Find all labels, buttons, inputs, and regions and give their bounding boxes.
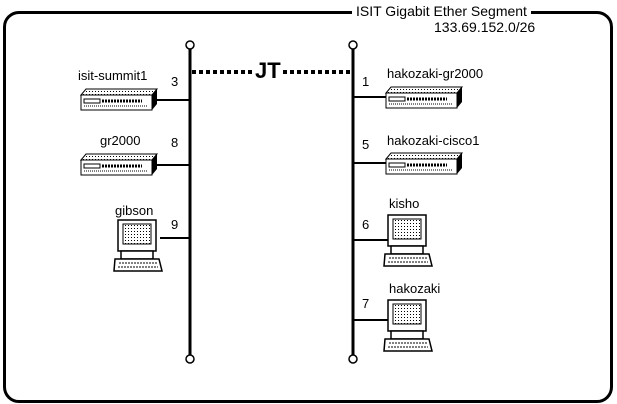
node-label-gibson: gibson [115,203,154,218]
right-bus-top-terminator [348,40,358,50]
segment-title: ISIT Gigabit Ether Segment [352,3,531,19]
port-label-isit-summit1: 3 [171,74,179,89]
left-bus-bottom-terminator [185,354,195,364]
left-bus-top-terminator [185,40,195,50]
port-label-hakozaki-cisco1: 5 [362,137,370,152]
switch-icon [80,88,158,111]
jt-link-label: JT [253,58,283,83]
node-label-hakozaki-gr2000: hakozaki-gr2000 [387,66,484,81]
segment-frame [3,11,613,403]
segment-subnet: 133.69.152.0/26 [434,19,536,35]
node-label-isit-summit1: isit-summit1 [78,68,148,83]
switch-icon [80,153,158,176]
node-label-gr2000: gr2000 [100,133,141,148]
switch-icon [385,152,463,175]
port-label-kisho: 6 [362,217,370,232]
node-label-hakozaki: hakozaki [389,281,441,296]
computer-icon [383,299,433,352]
computer-icon [113,219,163,272]
port-label-gr2000: 8 [171,135,179,150]
port-label-gibson: 9 [171,217,179,232]
right-bus-bottom-terminator [348,354,358,364]
switch-icon [385,86,463,109]
node-label-hakozaki-cisco1: hakozaki-cisco1 [387,133,480,148]
port-label-hakozaki-gr2000: 1 [362,74,370,89]
node-label-kisho: kisho [389,196,420,211]
port-label-hakozaki: 7 [362,296,370,311]
computer-icon [383,214,433,267]
